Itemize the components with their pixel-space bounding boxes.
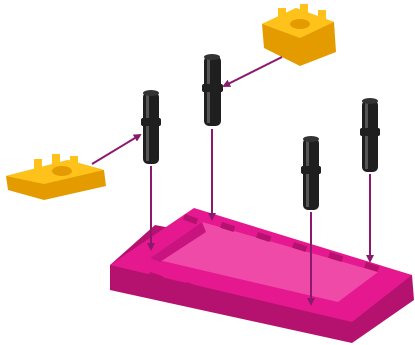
yellow-connector-left: [6, 154, 106, 200]
black-rod-4: [360, 98, 380, 172]
arrow-connector-left-to-rod: [91, 133, 142, 165]
black-rod-2: [202, 54, 223, 126]
black-rod-3: [301, 136, 321, 210]
black-rod-1: [141, 90, 161, 164]
yellow-connector-right: [262, 4, 336, 66]
arrow-connector-right-to-rod: [222, 56, 283, 87]
magenta-base-plate: [110, 208, 414, 343]
assembly-arrows: [91, 56, 374, 306]
